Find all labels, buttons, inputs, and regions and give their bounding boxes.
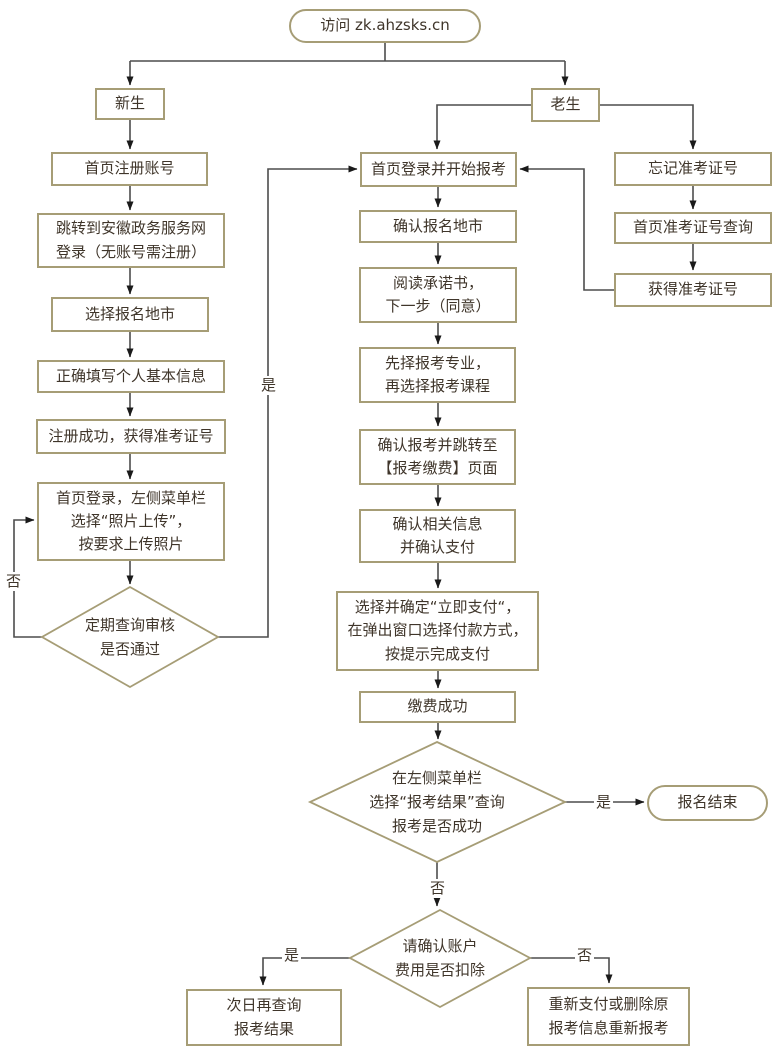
node-upload-photo: 首页登录，左侧菜单栏 选择“照片上传”， 按要求上传照片 <box>37 482 225 561</box>
node-old-student: 老生 <box>531 88 600 122</box>
node-query-next-day: 次日再查询 报考结果 <box>186 989 342 1046</box>
node-confirm-jump-pay: 确认报考并跳转至 【报考缴费】页面 <box>359 429 516 485</box>
edge-old-login <box>433 104 531 150</box>
node-read-promise: 阅读承诺书， 下一步（同意） <box>359 267 517 323</box>
decision-fee-shape <box>348 908 532 1009</box>
node-ticket-query: 首页准考证号查询 <box>614 212 772 244</box>
decision-result-shape <box>307 741 568 863</box>
node-register-success: 注册成功，获得准考证号 <box>36 419 226 454</box>
node-pay-now: 选择并确定“立即支付“， 在弹出窗口选择付款方式， 按提示完成支付 <box>336 591 539 671</box>
decision-fee-label: 请确认账户 费用是否扣除 <box>394 937 485 979</box>
decision-result-label: 在左侧菜单栏 选择“报考结果”查询 报考是否成功 <box>369 769 505 835</box>
node-finish: 报名结束 <box>647 785 768 821</box>
node-new-student: 新生 <box>95 88 165 120</box>
node-repay-or-delete: 重新支付或删除原 报考信息重新报考 <box>527 987 690 1046</box>
edge-label-audit-no: 否 <box>4 572 24 591</box>
edge-start-split <box>130 43 565 62</box>
edge-fee-no-repay <box>530 957 613 984</box>
edge-label-result-no: 否 <box>428 879 448 898</box>
edge-label-audit-yes: 是 <box>259 376 279 395</box>
node-confirm-info-pay: 确认相关信息 并确认支付 <box>359 509 516 563</box>
decision-audit-label: 定期查询审核 是否通过 <box>84 616 175 658</box>
node-login-start-apply: 首页登录并开始报考 <box>360 152 517 187</box>
edge-fee-yes-nextday <box>259 957 350 986</box>
node-jump-gov-login: 跳转到安徽政务服务网 登录（无账号需注册） <box>37 213 225 268</box>
edge-audit-yes-login <box>218 165 358 638</box>
edge-label-fee-no: 否 <box>575 946 595 965</box>
edge-got-login <box>519 165 614 291</box>
node-start: 访问 zk.ahzsks.cn <box>289 9 481 43</box>
node-got-ticket: 获得准考证号 <box>614 273 772 307</box>
node-pay-success: 缴费成功 <box>359 691 516 723</box>
node-confirm-city: 确认报名地市 <box>359 210 517 243</box>
decision-audit-shape <box>40 585 220 689</box>
node-fill-basic-info: 正确填写个人基本信息 <box>37 360 225 393</box>
edge-label-result-yes: 是 <box>594 793 614 812</box>
edge-old-forgot <box>600 104 697 150</box>
node-select-city: 选择报名地市 <box>51 297 209 332</box>
node-choose-major-course: 先择报考专业， 再选择报考课程 <box>359 347 516 403</box>
edge-label-fee-yes: 是 <box>282 946 302 965</box>
node-register-account: 首页注册账号 <box>51 152 208 186</box>
node-forgot-ticket: 忘记准考证号 <box>614 152 772 186</box>
